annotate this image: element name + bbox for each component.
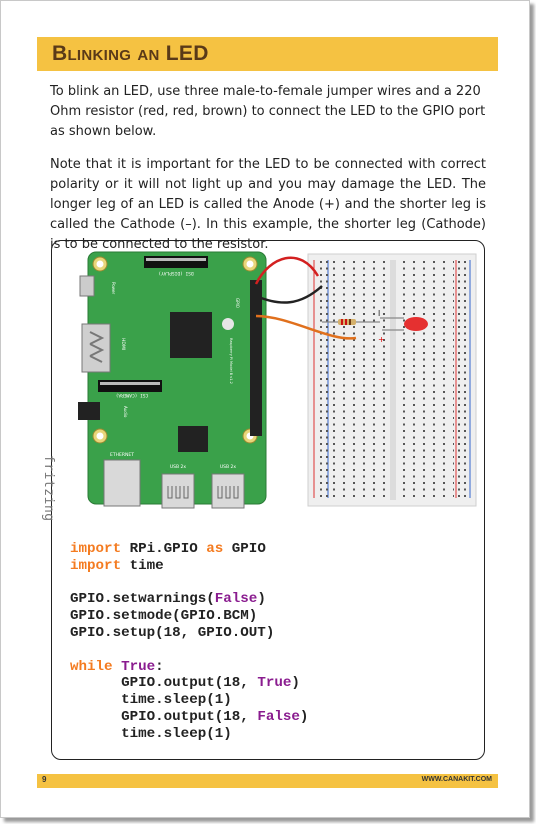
code-keyword: import	[70, 557, 122, 574]
code-text: time	[121, 557, 164, 574]
fritzing-watermark: fritzing	[41, 455, 56, 522]
footer-url-link[interactable]: WWW.CANAKIT.COM	[421, 776, 492, 783]
power-label: Power	[111, 282, 116, 294]
code-text: GPIO.setmode(GPIO.BCM)	[70, 608, 258, 625]
code-text: GPIO.output(18,	[70, 675, 258, 692]
jumper-wires	[254, 256, 357, 340]
polarity-note-paragraph: Note that it is important for the LED to…	[50, 157, 486, 252]
code-text: )	[257, 591, 266, 608]
code-listing: import RPi.GPIO as GPIO import time GPIO…	[70, 541, 308, 743]
code-keyword: as	[206, 541, 224, 557]
resistor-and-led: + l	[322, 309, 428, 344]
ethernet-label: ETHERNET	[110, 452, 134, 458]
wiring-diagram: DSI (DISPLAY) Power HDMI CSI (CAMERA) Au…	[78, 251, 477, 509]
code-text: GPIO.output(18,	[70, 708, 258, 725]
audio-label: Audio	[123, 406, 128, 418]
code-text: :	[155, 658, 164, 675]
usb1-label: USB 2x	[170, 464, 187, 470]
example-box	[51, 240, 485, 760]
code-boolean: True	[121, 658, 156, 675]
footer-bar	[37, 774, 498, 788]
svg-text:+: +	[378, 335, 385, 344]
code-text: RPi.GPIO	[121, 541, 207, 557]
code-keyword: while	[70, 658, 113, 675]
code-text: time.sleep(1)	[70, 725, 232, 742]
code-keyword: import	[70, 541, 122, 557]
code-text: GPIO	[223, 541, 266, 557]
code-text: )	[291, 675, 300, 692]
page-number: 9	[42, 775, 47, 784]
dsi-label: DSI (DISPLAY)	[158, 270, 193, 276]
raspberry-pi-board: DSI (DISPLAY) Power HDMI CSI (CAMERA) Au…	[78, 251, 267, 509]
svg-text:l: l	[378, 309, 380, 318]
title-bar	[37, 37, 498, 71]
model-label: Raspberry Pi Model B v1.2	[229, 338, 233, 384]
usb2-label: USB 2x	[220, 464, 237, 470]
csi-label: CSI (CAMERA)	[116, 392, 149, 398]
code-boolean: False	[214, 591, 258, 608]
code-text: GPIO.setup(18, GPIO.OUT)	[70, 624, 275, 641]
code-boolean: True	[257, 675, 292, 692]
breadboard	[307, 253, 477, 507]
code-text: GPIO.setwarnings(	[70, 591, 215, 608]
page-title: Blinking an LED	[52, 42, 209, 65]
code-boolean: False	[257, 708, 300, 725]
code-text: )	[299, 708, 309, 725]
code-text	[113, 659, 122, 675]
gpio-label: GPIO	[235, 298, 240, 308]
intro-paragraph: To blink an LED, use three male-to-femal…	[50, 84, 486, 139]
code-text: time.sleep(1)	[70, 692, 232, 709]
hdmi-label: HDMI	[120, 338, 126, 350]
